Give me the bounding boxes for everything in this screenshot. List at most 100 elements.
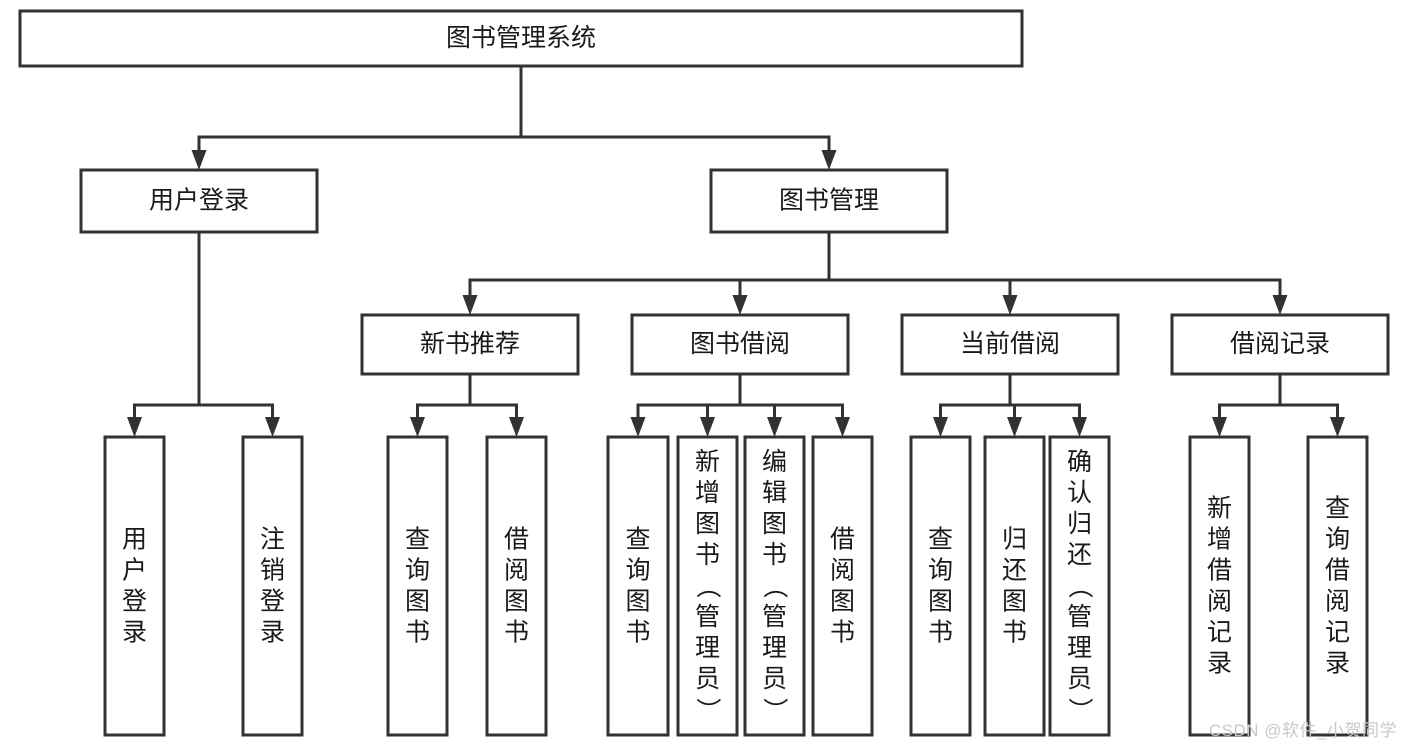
node-root[interactable]: 图书管理系统 — [18, 9, 1024, 68]
arrow-head-icon — [732, 295, 748, 315]
svg-text:图: 图 — [504, 588, 529, 616]
svg-text:理: 理 — [762, 634, 787, 662]
svg-text:查: 查 — [405, 526, 430, 554]
svg-text:户: 户 — [122, 557, 147, 585]
node-box-current[interactable] — [900, 313, 1120, 376]
node-leaf-1[interactable]: 用户登录 — [103, 435, 166, 737]
svg-text:归: 归 — [1002, 526, 1027, 554]
connector-group-root — [191, 64, 837, 170]
svg-text:）: ） — [761, 697, 789, 722]
arrow-head-icon — [1212, 417, 1227, 437]
svg-text:图: 图 — [625, 588, 650, 616]
node-box-leaf-6[interactable] — [676, 435, 739, 737]
svg-text:登: 登 — [260, 588, 285, 616]
svg-text:管: 管 — [762, 603, 787, 631]
arrow-head-icon — [1072, 417, 1087, 437]
svg-text:销: 销 — [260, 557, 285, 585]
arrow-head-icon — [835, 417, 850, 437]
node-box-leaf-1[interactable] — [103, 435, 166, 737]
node-label-bookmgmt: 图书管理 — [779, 187, 879, 215]
node-bookmgmt[interactable]: 图书管理 — [709, 168, 949, 234]
arrow-head-icon — [462, 295, 478, 315]
svg-text:查: 查 — [1325, 495, 1350, 523]
svg-text:（: （ — [1066, 573, 1094, 598]
svg-text:查: 查 — [625, 526, 650, 554]
svg-text:）: ） — [694, 697, 722, 722]
svg-text:录: 录 — [122, 619, 147, 647]
svg-text:书: 书 — [625, 619, 650, 647]
node-newbook[interactable]: 新书推荐 — [360, 313, 580, 376]
svg-text:查: 查 — [928, 526, 953, 554]
node-box-newbook[interactable] — [360, 313, 580, 376]
svg-text:管: 管 — [695, 603, 720, 631]
arrow-head-icon — [410, 417, 425, 437]
arrow-head-icon — [767, 417, 782, 437]
svg-text:借: 借 — [1207, 557, 1232, 585]
connector-group-bookmgmt — [462, 230, 1288, 315]
node-box-leaf-11[interactable] — [1048, 435, 1111, 737]
svg-text:阅: 阅 — [1325, 588, 1350, 616]
svg-text:图: 图 — [405, 588, 430, 616]
svg-text:编: 编 — [762, 448, 787, 476]
svg-text:理: 理 — [1067, 634, 1092, 662]
node-box-leaf-7[interactable] — [743, 435, 806, 737]
node-borrow[interactable]: 图书借阅 — [630, 313, 850, 376]
svg-text:图: 图 — [762, 510, 787, 538]
node-box-leaf-10[interactable] — [983, 435, 1046, 737]
node-box-borrow[interactable] — [630, 313, 850, 376]
svg-text:阅: 阅 — [830, 557, 855, 585]
node-box-leaf-4[interactable] — [485, 435, 548, 737]
node-box-leaf-13[interactable] — [1306, 435, 1369, 737]
svg-text:员: 员 — [695, 665, 720, 693]
svg-text:书: 书 — [504, 619, 529, 647]
node-box-login[interactable] — [79, 168, 319, 234]
node-current[interactable]: 当前借阅 — [900, 313, 1120, 376]
svg-text:员: 员 — [1067, 665, 1092, 693]
arrow-head-icon — [821, 150, 837, 170]
node-box-leaf-9[interactable] — [909, 435, 972, 737]
node-box-records[interactable] — [1170, 313, 1390, 376]
svg-text:书: 书 — [830, 619, 855, 647]
node-login[interactable]: 用户登录 — [79, 168, 319, 234]
node-box-leaf-8[interactable] — [811, 435, 874, 737]
node-label-records: 借阅记录 — [1230, 330, 1330, 358]
node-box-leaf-12[interactable] — [1188, 435, 1251, 737]
svg-text:借: 借 — [504, 526, 529, 554]
svg-text:还: 还 — [1002, 557, 1027, 585]
svg-text:确: 确 — [1067, 448, 1092, 476]
svg-text:录: 录 — [260, 619, 285, 647]
node-box-root[interactable] — [18, 9, 1024, 68]
svg-text:书: 书 — [928, 619, 953, 647]
svg-text:记: 记 — [1207, 619, 1232, 647]
arrow-head-icon — [933, 417, 948, 437]
svg-text:增: 增 — [1207, 526, 1232, 554]
node-label-login: 用户登录 — [149, 187, 249, 215]
svg-text:阅: 阅 — [504, 557, 529, 585]
node-box-leaf-2[interactable] — [241, 435, 304, 737]
svg-text:用: 用 — [122, 526, 147, 554]
node-box-leaf-5[interactable] — [606, 435, 670, 737]
node-box-leaf-3[interactable] — [386, 435, 449, 737]
node-box-bookmgmt[interactable] — [709, 168, 949, 234]
node-records[interactable]: 借阅记录 — [1170, 313, 1390, 376]
svg-text:图: 图 — [928, 588, 953, 616]
